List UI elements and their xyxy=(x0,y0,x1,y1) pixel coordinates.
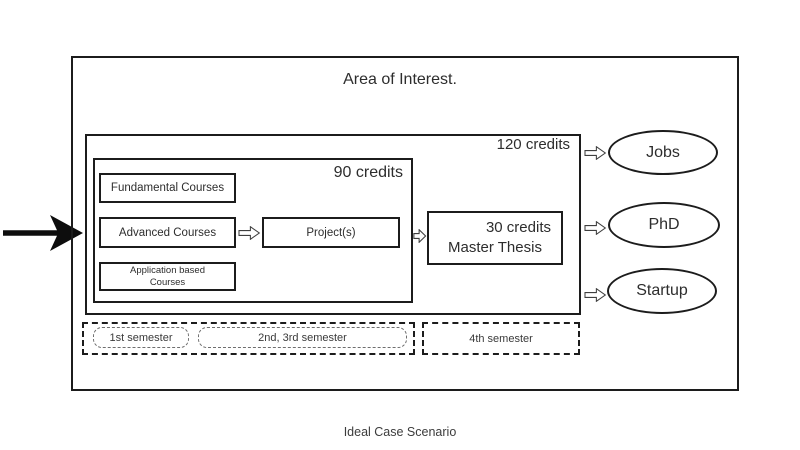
credits-120-group-box xyxy=(85,134,581,315)
first-semester-tag: 1st semester xyxy=(93,327,189,348)
flow-arrow-courses-to-projects-icon xyxy=(238,226,261,240)
second-third-semester-tag: 2nd, 3rd semester xyxy=(198,327,407,348)
flow-arrow-to-startup-icon xyxy=(584,288,607,302)
outcome-startup-ellipse: Startup xyxy=(607,268,717,314)
flow-arrow-to-jobs-icon xyxy=(584,146,607,160)
diagram-title: Area of Interest. xyxy=(343,71,457,88)
credits-120-label: 120 credits xyxy=(496,136,570,153)
flow-arrow-to-phd-icon xyxy=(584,221,607,235)
advanced-courses-box: Advanced Courses xyxy=(99,217,236,248)
thesis-credits-label: 30 credits xyxy=(485,218,551,236)
credits-90-label: 90 credits xyxy=(333,164,403,181)
application-courses-line2: Courses xyxy=(149,276,186,288)
application-courses-box: Application based Courses xyxy=(99,262,236,291)
input-arrow-icon xyxy=(3,215,83,251)
credits-90-group-box xyxy=(93,158,413,303)
fourth-semester-label: 4th semester xyxy=(469,332,533,345)
application-courses-line1: Application based xyxy=(130,264,205,276)
area-of-interest-frame xyxy=(71,56,739,391)
figure-caption: Ideal Case Scenario xyxy=(343,425,457,439)
flow-arrow-projects-to-thesis-icon xyxy=(413,229,427,243)
thesis-title-label: Master Thesis xyxy=(448,239,542,256)
semesters-1-3-dashed-box xyxy=(82,322,415,355)
fundamental-courses-box: Fundamental Courses xyxy=(99,173,236,203)
outcome-jobs-ellipse: Jobs xyxy=(608,130,718,175)
master-thesis-box: 30 credits Master Thesis xyxy=(427,211,563,265)
projects-box: Project(s) xyxy=(262,217,400,248)
fourth-semester-dashed-box: 4th semester xyxy=(422,322,580,355)
outcome-phd-ellipse: PhD xyxy=(608,202,720,248)
